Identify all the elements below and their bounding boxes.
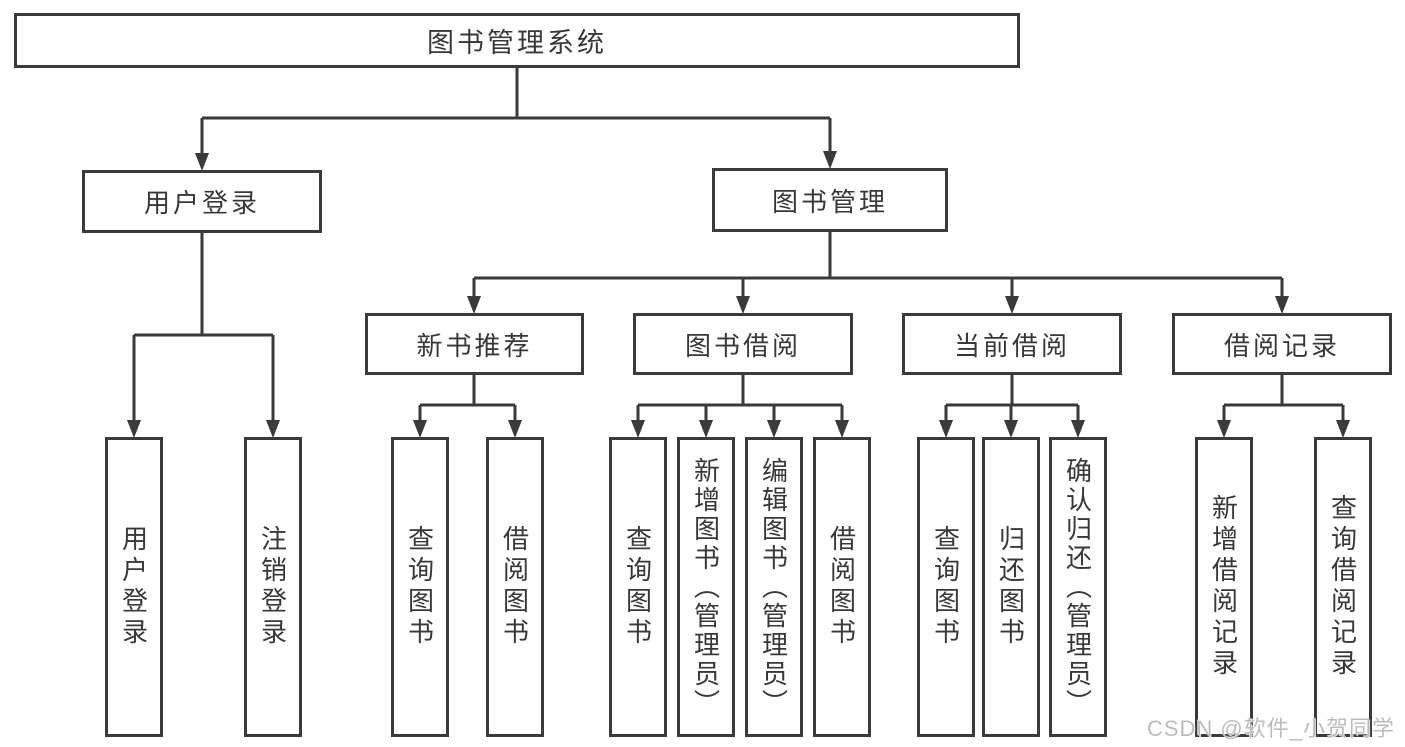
node-book-borrow: 图书借阅 <box>633 313 853 375</box>
leaf-edit-book-admin: 编辑图书（管理员） <box>745 437 803 737</box>
leaf-confirm-return-admin: 确认归还（管理员） <box>1049 437 1107 737</box>
node-user-login: 用户登录 <box>82 170 322 233</box>
node-book-management: 图书管理 <box>712 168 948 232</box>
leaf-query-borrow-record: 查询借阅记录 <box>1314 437 1372 737</box>
leaf-query-book-2: 查询图书 <box>609 437 667 737</box>
node-new-book-recommend: 新书推荐 <box>365 313 584 375</box>
leaf-borrow-book-1: 借阅图书 <box>486 437 544 737</box>
leaf-add-book-admin: 新增图书（管理员） <box>677 437 735 737</box>
leaf-add-borrow-record: 新增借阅记录 <box>1195 437 1253 737</box>
leaf-user-login: 用户登录 <box>105 437 163 737</box>
leaf-query-book-1: 查询图书 <box>391 437 449 737</box>
node-borrow-records: 借阅记录 <box>1172 313 1392 375</box>
node-current-borrow: 当前借阅 <box>902 313 1122 375</box>
csdn-watermark: CSDN @软件_小贺同学 <box>1146 716 1395 741</box>
arrowheads <box>127 151 1350 438</box>
leaf-query-book-3: 查询图书 <box>917 437 975 737</box>
node-root-system: 图书管理系统 <box>14 13 1020 68</box>
leaf-borrow-book-2: 借阅图书 <box>813 437 871 737</box>
leaf-logout: 注销登录 <box>244 437 302 737</box>
leaf-return-book: 归还图书 <box>982 437 1040 737</box>
